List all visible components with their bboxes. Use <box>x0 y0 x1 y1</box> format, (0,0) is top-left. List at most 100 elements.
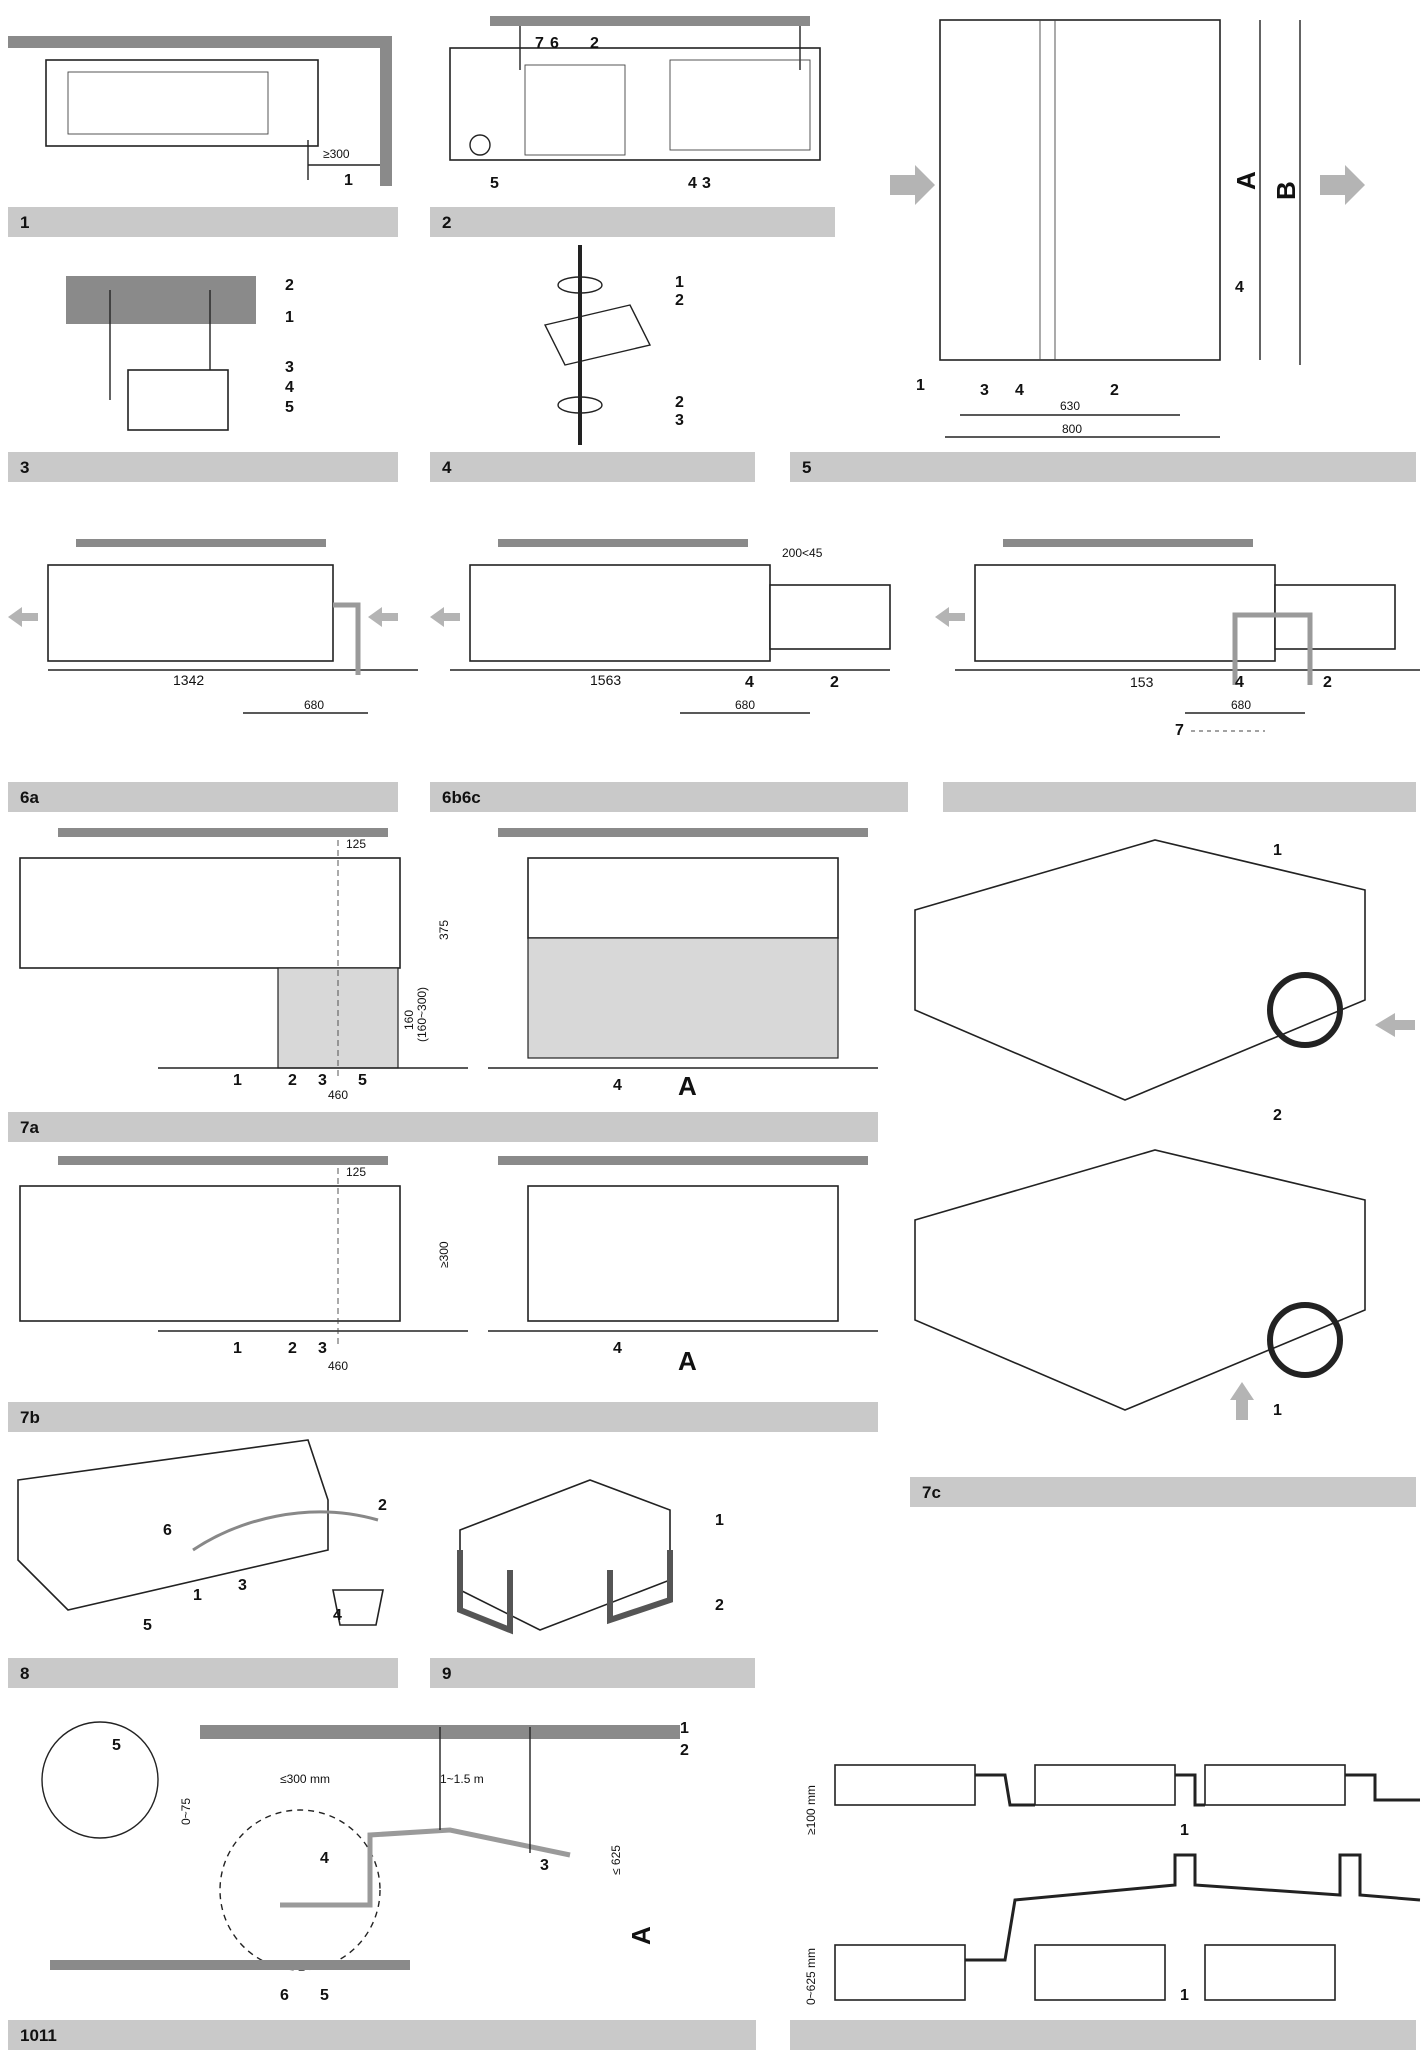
figure-5: A B 4 1 3 4 2 630 800 <box>890 19 1365 438</box>
indoor-unit <box>469 564 771 662</box>
callout: 5 <box>285 399 294 416</box>
figure-2: 7 6 2 5 4 3 <box>449 16 821 192</box>
figure-pipe-layout: ≥100 mm 1 0~625 mm 1 <box>804 1764 1421 2005</box>
caption-bar <box>790 2020 1416 2050</box>
caption-bar: 5 <box>790 452 1416 482</box>
duct-path <box>333 602 361 675</box>
dim-200: 200<45 <box>782 546 823 560</box>
air-out-arrow <box>1320 165 1365 205</box>
dim-100mm: ≥100 mm <box>804 1785 818 1835</box>
caption-label: 8 <box>20 1664 30 1683</box>
duct-path <box>1232 612 1313 685</box>
callout: 2 <box>590 35 599 52</box>
caption-label: 6b6c <box>442 788 481 807</box>
callout: 3 <box>675 412 684 429</box>
callout: 2 <box>288 1340 297 1357</box>
indoor-unit <box>17 1439 329 1611</box>
dim-125: 125 <box>346 837 366 851</box>
figure-6a: 1342 680 <box>8 539 418 714</box>
dim-460: 460 <box>328 1088 348 1102</box>
callout: 3 <box>285 359 294 376</box>
callout: 6 <box>163 1522 172 1539</box>
caption-label: 7b <box>20 1408 40 1427</box>
airflow-arrow <box>8 607 38 627</box>
dim-460: 460 <box>328 1359 348 1373</box>
callout: 1 <box>1180 1987 1189 2004</box>
caption-bar: 6a <box>8 782 398 812</box>
caption-bar <box>943 782 1416 812</box>
figure-7a-front: 4 A <box>488 828 878 1101</box>
indoor-unit <box>127 369 229 431</box>
caption-label: 6a <box>20 788 39 807</box>
callout: 2 <box>680 1742 689 1759</box>
caption-label: 7a <box>20 1118 39 1137</box>
caption-bar: 7a <box>8 1112 878 1142</box>
water-bucket <box>332 1589 384 1626</box>
callout: 5 <box>490 175 499 192</box>
clearance-dim: ≥300 <box>323 147 350 161</box>
caption-bar: 3 <box>8 452 398 482</box>
airflow-arrow <box>1375 1013 1415 1037</box>
ceiling-slab <box>66 276 256 324</box>
callout: 3 <box>540 1857 549 1874</box>
dim-0-75: 0~75 <box>179 1798 193 1825</box>
caption-label: 4 <box>442 458 452 477</box>
dim-625: ≤ 625 <box>609 1845 623 1875</box>
callout: 1 <box>675 274 684 291</box>
callout: 2 <box>1323 674 1332 691</box>
air-in-arrow <box>890 165 935 205</box>
wall <box>380 36 392 186</box>
dim-A: A <box>678 1346 697 1376</box>
dim-680: 680 <box>735 698 755 712</box>
indoor-unit <box>47 564 334 662</box>
callout: 1 <box>715 1512 724 1529</box>
callout: 1 <box>1273 1402 1282 1419</box>
detail-area <box>219 1809 381 1971</box>
callout: 2 <box>1110 382 1119 399</box>
indoor-unit-top <box>939 19 1221 361</box>
dim-153: 153 <box>1130 674 1154 690</box>
figure-6c: 153 4 2 680 7 <box>935 539 1420 739</box>
indoor-unit <box>527 857 839 939</box>
callout: 1 <box>233 1072 242 1089</box>
callout: 4 <box>1235 674 1244 691</box>
callout: 5 <box>320 1987 329 2004</box>
callout: 4 <box>688 175 697 192</box>
caption-bar: 7c <box>910 1477 1416 1507</box>
dim-800: 800 <box>1062 422 1082 436</box>
callout: 2 <box>285 277 294 294</box>
caption-bar: 7b <box>8 1402 878 1432</box>
caption-bar: 2 <box>430 207 835 237</box>
callout: 4 <box>613 1340 622 1357</box>
callout: 1 <box>344 172 353 189</box>
figure-8: 2 6 1 3 4 5 <box>17 1439 387 1634</box>
caption-label: 1011 <box>20 2026 57 2045</box>
caption-bar: 8 <box>8 1658 398 1688</box>
callout: 4 <box>285 379 294 396</box>
callout: 1 <box>233 1340 242 1357</box>
callout: 2 <box>675 292 684 309</box>
callout: 1 <box>680 1720 689 1737</box>
figure-1: ≥300 1 <box>8 36 392 189</box>
indoor-unit <box>527 1185 839 1322</box>
canvas-duct <box>527 937 839 1059</box>
callout: 2 <box>378 1497 387 1514</box>
dim-680: 680 <box>1231 698 1251 712</box>
callout: 1 <box>285 309 294 326</box>
caption-label: 9 <box>442 1664 452 1683</box>
indoor-unit <box>449 47 821 161</box>
caption-bar: 9 <box>430 1658 755 1688</box>
dim-300mm: ≤300 mm <box>280 1772 330 1786</box>
callout: 5 <box>112 1737 121 1754</box>
dim-1563: 1563 <box>590 672 621 688</box>
figure-7b-side: 125 ≥300 1 2 3 460 <box>19 1156 468 1373</box>
caption-bar: 4 <box>430 452 755 482</box>
dim-A: A <box>626 1926 656 1945</box>
callout: 3 <box>318 1340 327 1357</box>
figure-7c: 1 2 1 <box>914 839 1415 1420</box>
dim-125: 125 <box>346 1165 366 1179</box>
dim-B: B <box>1271 181 1301 200</box>
indoor-unit <box>45 59 319 147</box>
callout: 2 <box>715 1597 724 1614</box>
callout: 6 <box>550 35 559 52</box>
